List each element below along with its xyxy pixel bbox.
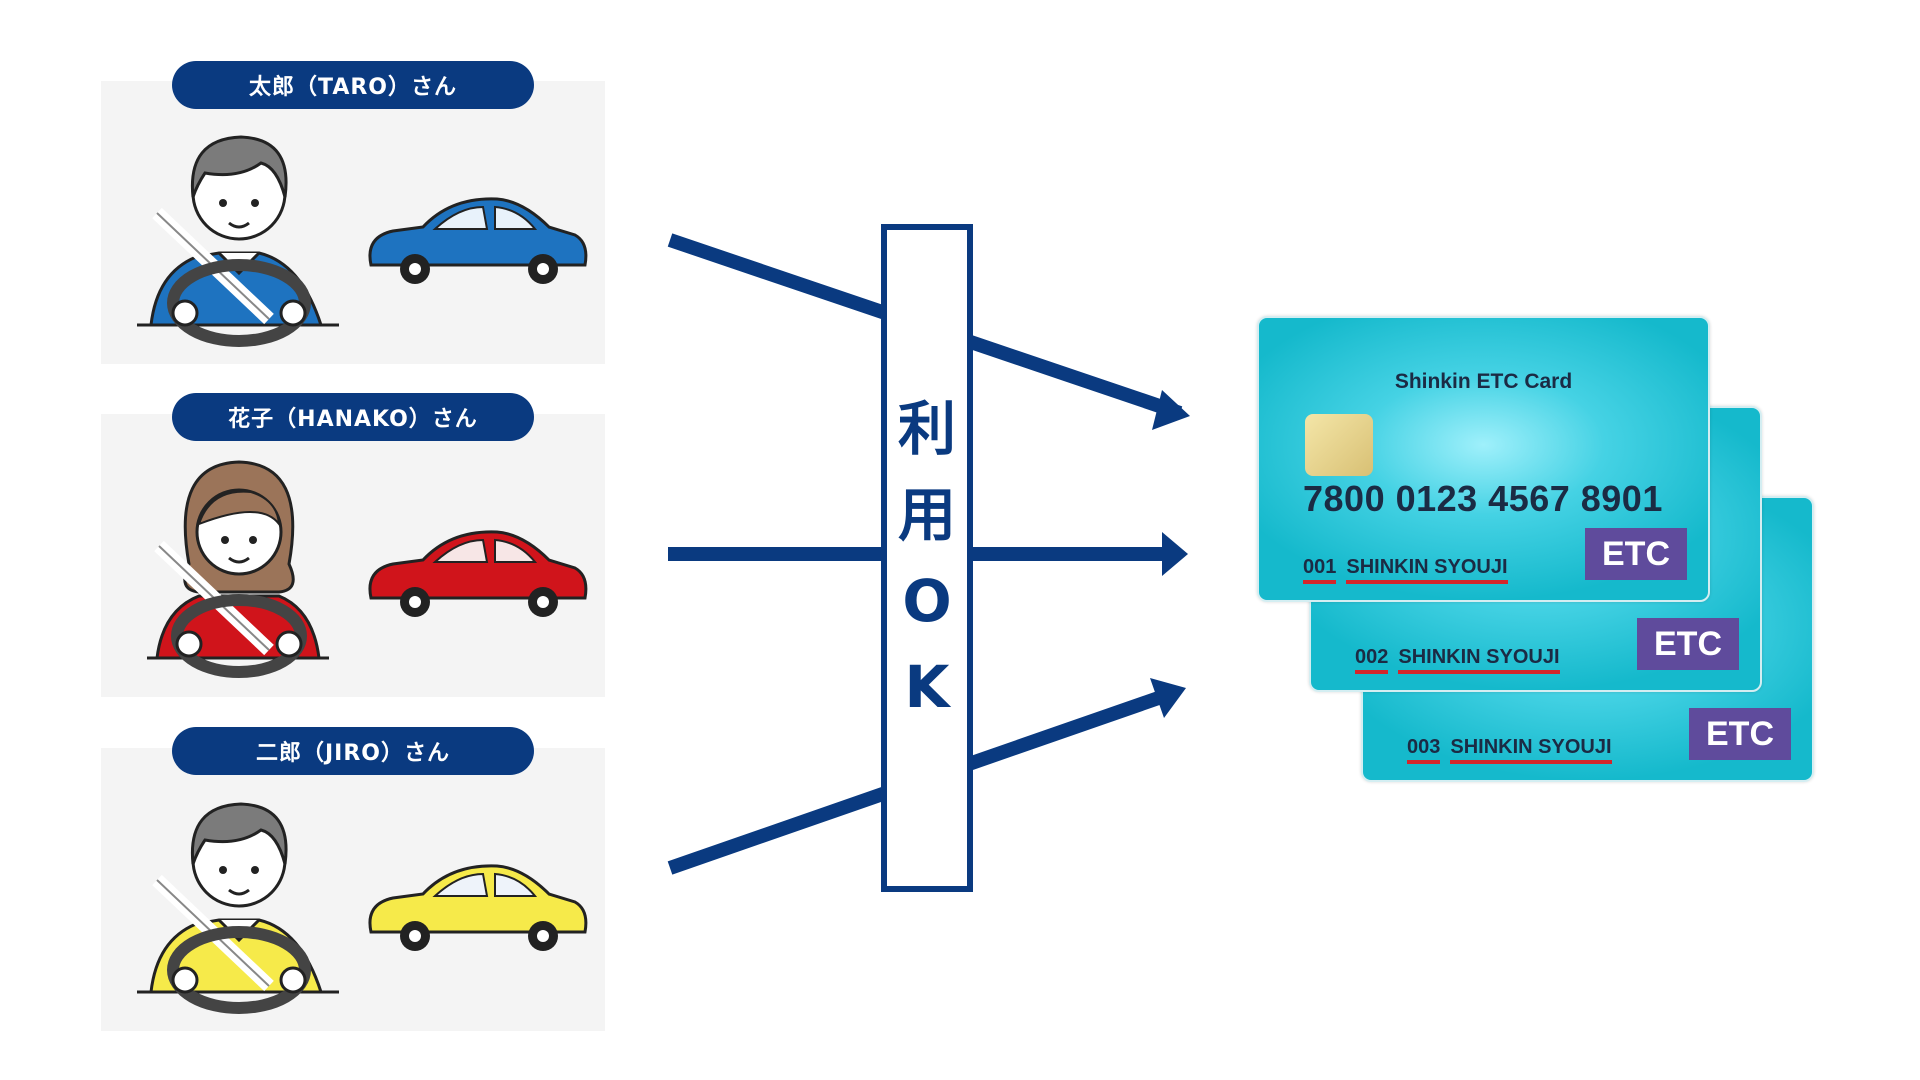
etc-badge: ETC <box>1585 528 1687 580</box>
usage-ok-box: 利 用 O K <box>881 224 973 892</box>
hair <box>190 135 288 198</box>
card-holder-name: SHINKIN SYOUJI <box>1346 556 1508 584</box>
arrow-head-bottom-icon <box>1150 678 1186 718</box>
car-red-icon <box>368 530 588 617</box>
car-blue-icon <box>368 197 588 284</box>
etc-card-1: Shinkin ETC Card 7800 0123 4567 8901 001… <box>1257 316 1710 602</box>
etc-badge: ETC <box>1689 708 1791 760</box>
card-title: Shinkin ETC Card <box>1394 370 1573 393</box>
card-holder-number: 002 <box>1355 646 1389 674</box>
driver-taro-icon <box>137 135 339 347</box>
card-holder-name: SHINKIN SYOUJI <box>1398 646 1560 674</box>
driver-jiro-icon <box>137 802 339 1014</box>
driver-name-label: 太郎（TARO）さん <box>172 61 534 109</box>
driver-illustration <box>147 460 588 678</box>
driver-name-label: 二郎（JIRO）さん <box>172 727 534 775</box>
card-number: 7800 0123 4567 8901 <box>1303 478 1663 519</box>
card-holder: 001 SHINKIN SYOUJI <box>1303 556 1508 584</box>
usage-ok-char: 利 <box>897 395 956 463</box>
usage-ok-char: K <box>904 653 950 721</box>
driver-illustration <box>137 802 588 1014</box>
usage-ok-char: 用 <box>897 481 956 549</box>
card-holder-name: SHINKIN SYOUJI <box>1450 736 1612 764</box>
card-holder-number: 001 <box>1303 556 1337 584</box>
driver-hanako-icon <box>147 460 329 678</box>
hair <box>190 802 288 865</box>
usage-ok-char: O <box>902 567 952 635</box>
card-holder-number: 003 <box>1407 736 1441 764</box>
card-holder: 002 SHINKIN SYOUJI <box>1355 646 1560 674</box>
arrow-head-top-icon <box>1152 390 1190 430</box>
etc-badge: ETC <box>1637 618 1739 670</box>
card-holder: 003 SHINKIN SYOUJI <box>1407 736 1612 764</box>
driver-illustration <box>137 135 588 347</box>
car-yellow-icon <box>368 864 588 951</box>
driver-name-label: 花子（HANAKO）さん <box>172 393 534 441</box>
arrow-head-middle-icon <box>1162 532 1188 576</box>
card-chip-icon <box>1305 414 1373 476</box>
